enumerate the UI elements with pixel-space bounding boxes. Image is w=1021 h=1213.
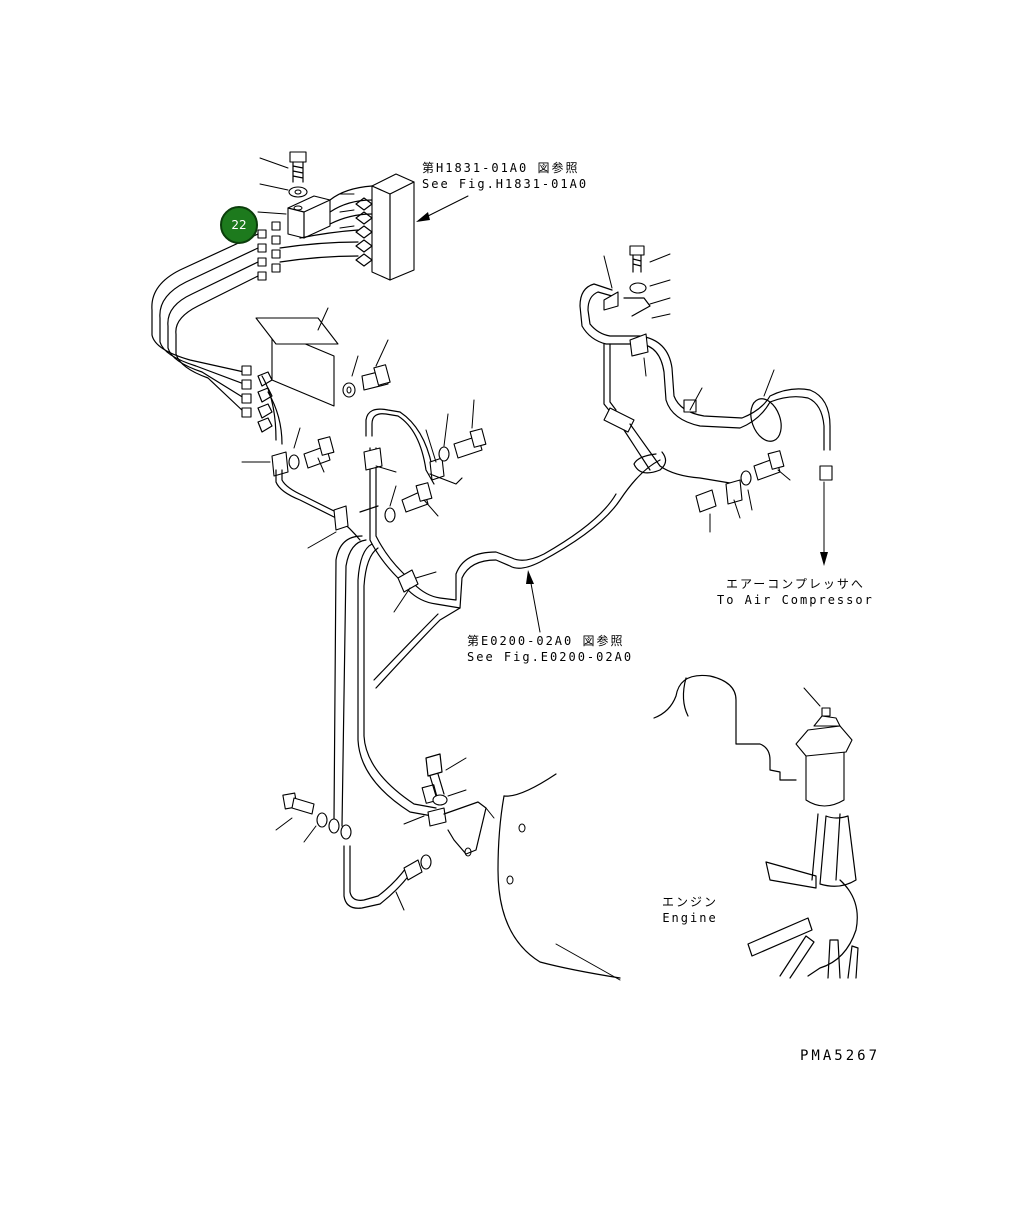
engine-label: エンジン Engine bbox=[662, 894, 718, 926]
drawing-code: PMA5267 bbox=[800, 1048, 881, 1064]
fuel-filter bbox=[795, 687, 853, 881]
engine-en: Engine bbox=[662, 911, 718, 925]
upper-right-bolt bbox=[629, 245, 671, 319]
upper-hoses bbox=[279, 185, 373, 263]
lower-fittings bbox=[241, 365, 283, 445]
lower-left-bolts bbox=[275, 792, 432, 911]
callout-22[interactable]: 22 bbox=[220, 206, 258, 244]
reference-top-en: See Fig.H1831-01A0 bbox=[422, 177, 589, 191]
left-clamp bbox=[241, 427, 335, 477]
top-washer bbox=[259, 183, 308, 198]
left-fittings bbox=[257, 221, 281, 281]
junction-block bbox=[257, 195, 331, 239]
ref-arrow-top bbox=[416, 195, 469, 222]
reference-label-mid: 第E0200-02A0 図参照 See Fig.E0200-02A0 bbox=[467, 633, 633, 665]
mid-right-line bbox=[603, 407, 791, 533]
plate-bolt bbox=[342, 339, 391, 398]
air-compressor-label: エアーコンプレッサへ To Air Compressor bbox=[717, 576, 874, 608]
ref-arrow-mid bbox=[526, 570, 541, 633]
engine-outline bbox=[497, 674, 797, 981]
cooling-fan bbox=[747, 815, 859, 979]
top-bolt bbox=[259, 151, 307, 183]
reference-mid-jp: 第E0200-02A0 図参照 bbox=[467, 634, 625, 648]
upper-right-hose bbox=[579, 255, 833, 481]
hose-bundle bbox=[151, 233, 259, 413]
air-arrow bbox=[820, 481, 828, 566]
reference-mid-en: See Fig.E0200-02A0 bbox=[467, 650, 634, 664]
main-line-left bbox=[275, 469, 437, 827]
cover-plate bbox=[255, 307, 339, 407]
engine-bracket bbox=[403, 753, 495, 857]
air-compressor-en: To Air Compressor bbox=[717, 593, 874, 607]
valve-block bbox=[339, 173, 415, 281]
center-bolts bbox=[384, 399, 487, 523]
air-compressor-jp: エアーコンプレッサへ bbox=[725, 577, 865, 591]
reference-label-top: 第H1831-01A0 図参照 See Fig.H1831-01A0 bbox=[422, 160, 588, 192]
main-line-center bbox=[363, 408, 661, 689]
engine-jp: エンジン bbox=[662, 895, 719, 909]
reference-top-jp: 第H1831-01A0 図参照 bbox=[422, 161, 580, 175]
